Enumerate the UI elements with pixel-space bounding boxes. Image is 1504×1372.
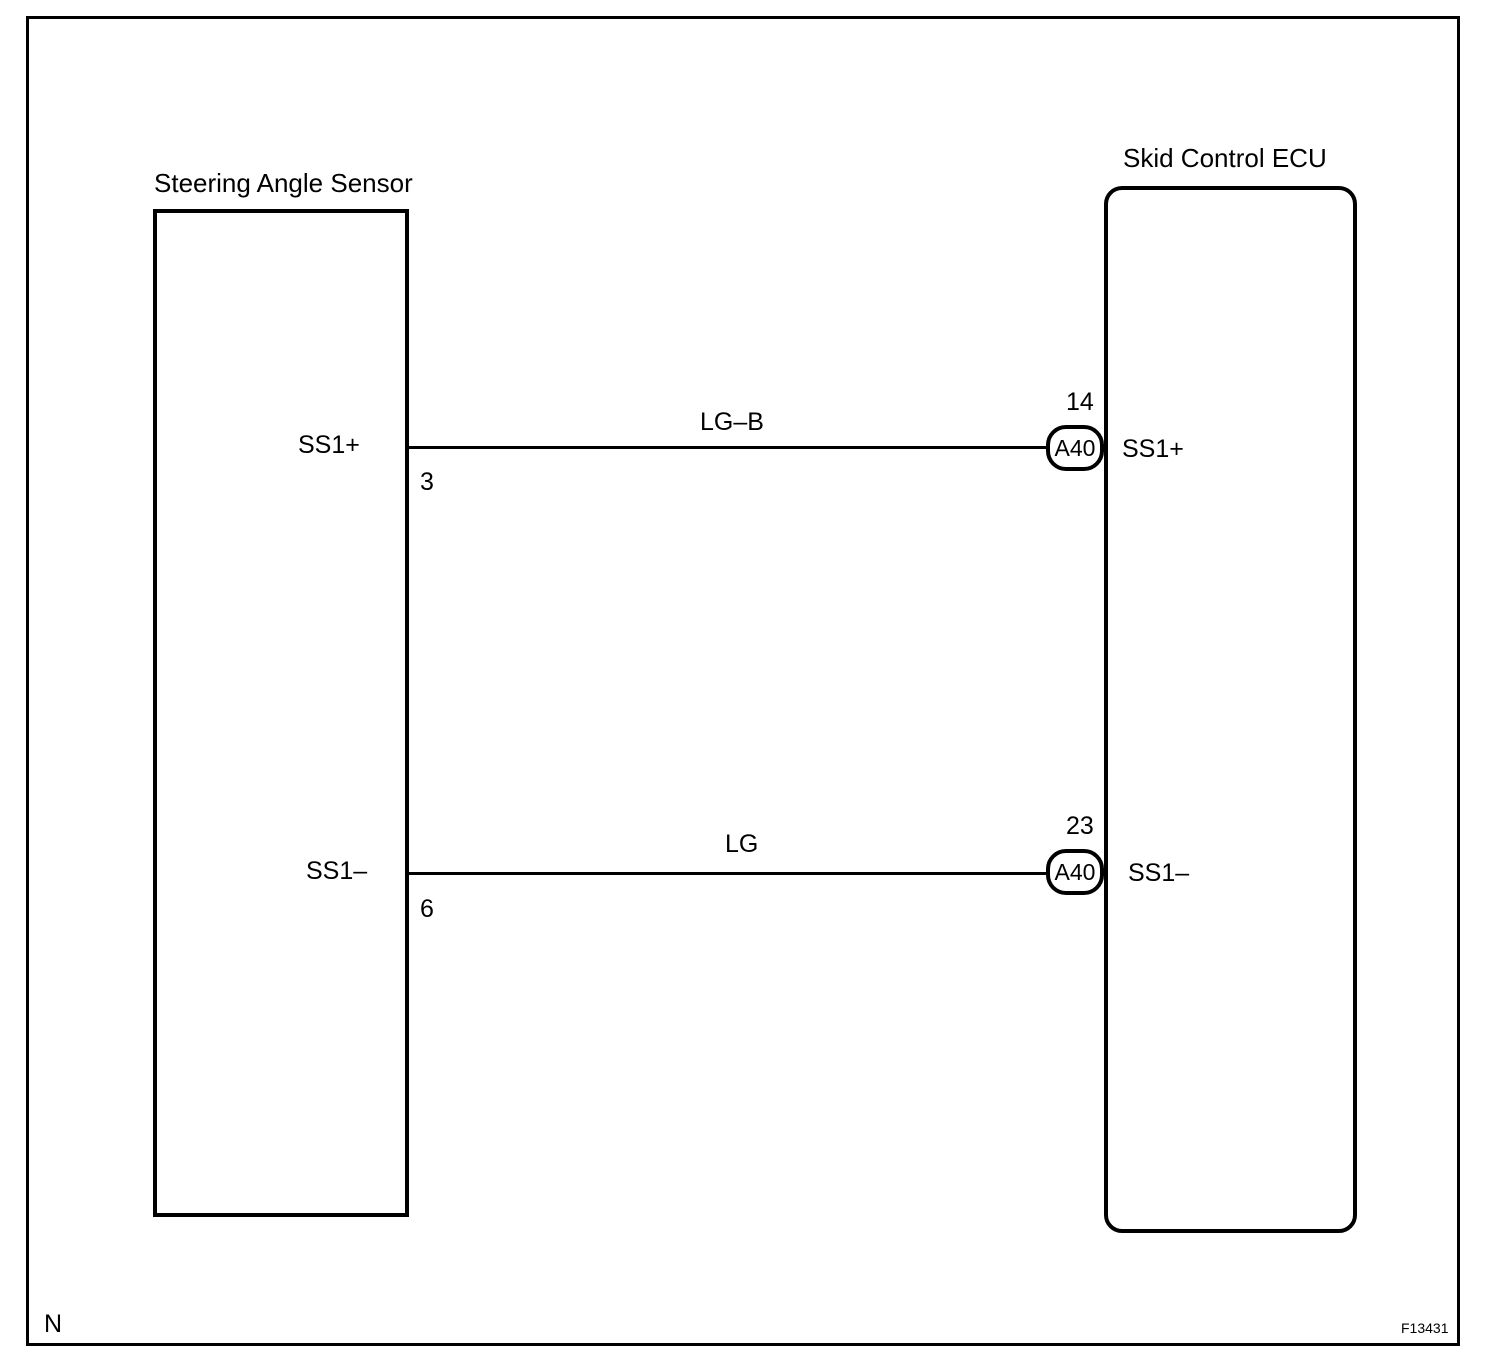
wire-color-lg-b: LG–B bbox=[700, 408, 764, 436]
sensor-pin-number-3: 3 bbox=[420, 468, 434, 496]
corner-mark: N bbox=[44, 1310, 63, 1338]
wire-ss1-plus bbox=[409, 446, 1049, 449]
wire-ss1-minus bbox=[409, 872, 1049, 875]
ecu-title: Skid Control ECU bbox=[1123, 143, 1327, 173]
connector-a40-pin-23: A40 bbox=[1046, 849, 1104, 895]
sensor-pin-label-ss1-minus: SS1– bbox=[306, 857, 368, 885]
sensor-pin-number-6: 6 bbox=[420, 895, 434, 923]
skid-control-ecu-box bbox=[1104, 186, 1357, 1233]
steering-angle-sensor-box bbox=[153, 209, 409, 1217]
diagram-frame bbox=[26, 16, 1460, 1346]
wire-color-lg: LG bbox=[725, 830, 759, 858]
figure-id: F13431 bbox=[1401, 1320, 1449, 1336]
ecu-pin-label-ss1-minus: SS1– bbox=[1128, 859, 1190, 887]
sensor-pin-label-ss1-plus: SS1+ bbox=[298, 431, 360, 459]
connector-a40-pin-14: A40 bbox=[1046, 425, 1104, 471]
ecu-pin-label-ss1-plus: SS1+ bbox=[1122, 435, 1184, 463]
ecu-pin-number-23: 23 bbox=[1066, 812, 1094, 840]
sensor-title: Steering Angle Sensor bbox=[154, 168, 413, 198]
ecu-pin-number-14: 14 bbox=[1066, 388, 1094, 416]
